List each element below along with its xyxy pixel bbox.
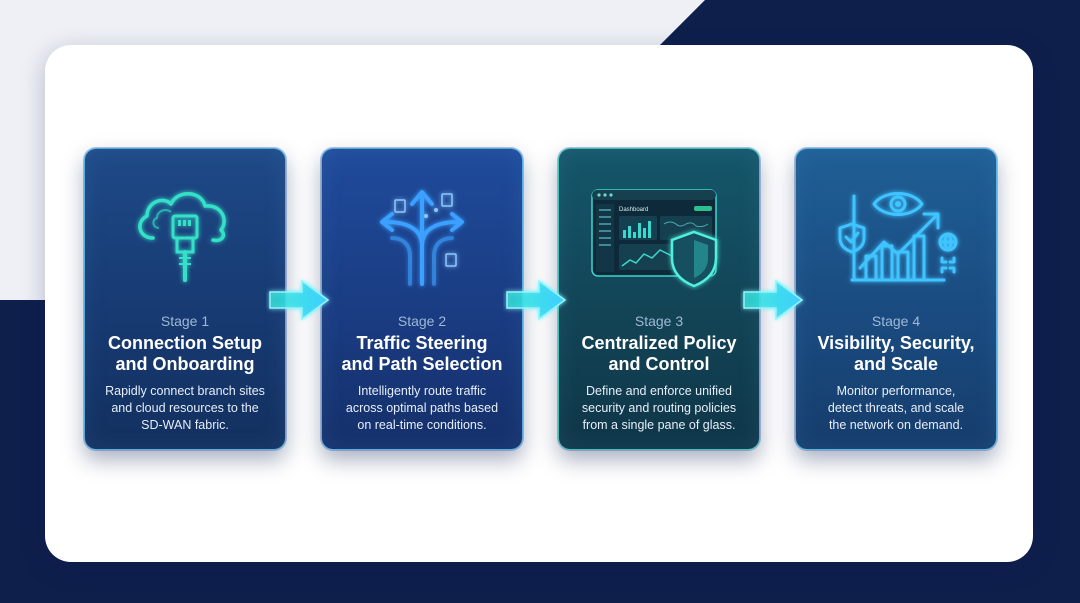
stage-title-line: and Control [608, 354, 710, 374]
stage-description: Rapidly connect branch sites and cloud r… [85, 383, 285, 434]
stage-card-1: Stage 1 Connection Setup and Onboarding … [84, 148, 286, 450]
arrow-right-icon [269, 279, 330, 321]
arrow-right-icon [743, 279, 804, 321]
stage-description-line: on real-time conditions. [357, 418, 487, 432]
dashboard-shield-icon: Dashboard [559, 171, 759, 301]
stage-card-4: Stage 4 Visibility, Security, and Scale … [795, 148, 997, 450]
stage-title: Connection Setup and Onboarding [85, 333, 285, 375]
stage-title-line: Visibility, Security, [817, 333, 975, 353]
arrow-right-icon [506, 279, 567, 321]
stage-description-line: detect threats, and scale [827, 401, 965, 415]
stage-label: Stage 1 [160, 313, 210, 329]
stage-description-line: Intelligently route traffic [357, 384, 487, 398]
stage-label: Stage 4 [871, 313, 921, 329]
stage-description-line: Monitor performance, [836, 384, 956, 398]
stage-description-line: from a single pane of glass. [582, 418, 736, 432]
stage-title-line: and Onboarding [115, 354, 255, 374]
stage-title-line: Connection Setup [108, 333, 262, 353]
stage-description-line: the network on demand. [828, 418, 964, 432]
stage-description-line: and cloud resources to the [111, 401, 259, 415]
stage-card-3: Dashboard Stage 3 Centralized Policy and… [558, 148, 760, 450]
stage-title: Visibility, Security, and Scale [796, 333, 996, 375]
stage-description-line: security and routing policies [581, 401, 737, 415]
stage-label: Stage 3 [634, 313, 684, 329]
dashboard-heading: Dashboard [619, 207, 648, 213]
path-split-arrows-icon [322, 171, 522, 301]
stage-description-line: across optimal paths based [345, 401, 499, 415]
stage-title-line: and Scale [853, 354, 939, 374]
stage-title: Centralized Policy and Control [559, 333, 759, 375]
stage-description: Define and enforce unified security and … [559, 383, 759, 434]
stage-description: Intelligently route traffic across optim… [322, 383, 522, 434]
stage-description-line: Rapidly connect branch sites [105, 384, 265, 398]
stage-description-line: SD-WAN fabric. [141, 418, 229, 432]
stage-title-line: and Path Selection [341, 354, 503, 374]
stage-label: Stage 2 [397, 313, 447, 329]
stage-title: Traffic Steering and Path Selection [322, 333, 522, 375]
eye-growth-chart-icon [796, 171, 996, 301]
stage-title-line: Traffic Steering [356, 333, 488, 353]
stage-card-2: Stage 2 Traffic Steering and Path Select… [321, 148, 523, 450]
stage-description-line: Define and enforce unified [586, 384, 732, 398]
stage-description: Monitor performance, detect threats, and… [796, 383, 996, 434]
cloud-ethernet-icon [85, 171, 285, 301]
stage-title-line: Centralized Policy [581, 333, 737, 353]
